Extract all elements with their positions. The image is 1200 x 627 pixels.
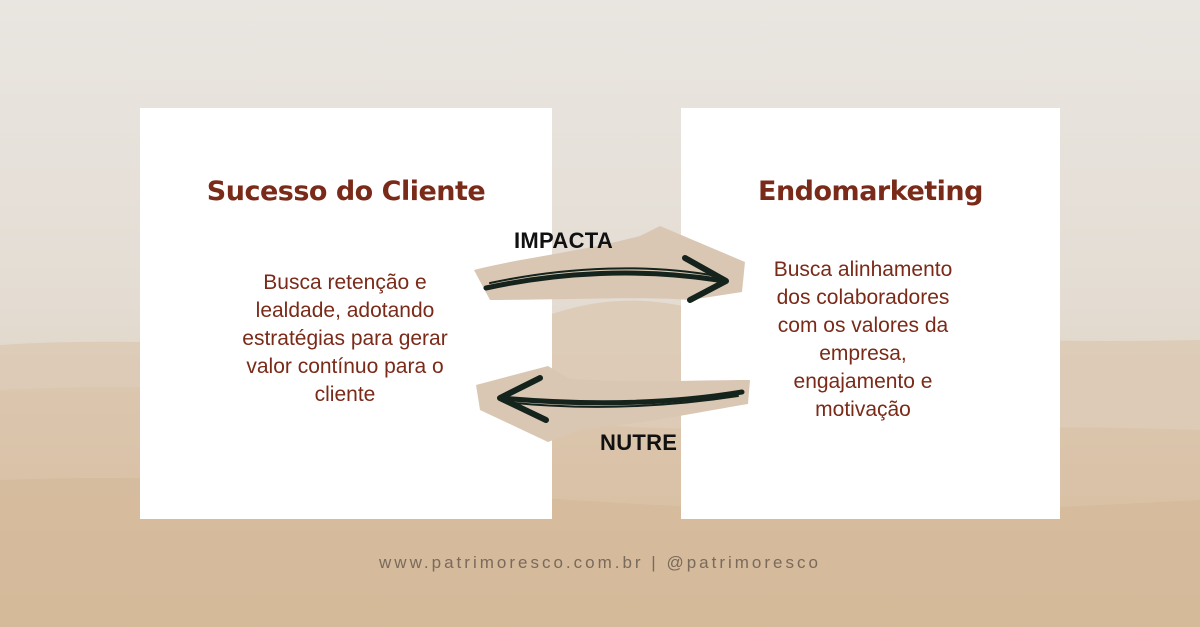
- endomarketing-title: Endomarketing: [758, 176, 983, 207]
- sucesso-do-cliente-title: Sucesso do Cliente: [206, 176, 486, 207]
- description-line: estratégias para gerar: [242, 327, 448, 350]
- description-line: com os valores da: [777, 314, 949, 337]
- description-line: engajamento e: [793, 370, 933, 393]
- description-line: lealdade, adotando: [255, 299, 435, 322]
- endomarketing-card: Endomarketing Busca alinhamento dos cola…: [681, 108, 1060, 519]
- description-line: cliente: [314, 383, 376, 406]
- sucesso-do-cliente-description: Busca retenção e lealdade, adotando estr…: [210, 269, 480, 409]
- description-line: Busca alinhamento: [773, 258, 953, 281]
- endomarketing-description: Busca alinhamento dos colaboradores com …: [737, 256, 989, 424]
- footer-links: www.patrimoresco.com.br | @patrimoresco: [379, 553, 821, 572]
- impacta-label: IMPACTA: [514, 228, 614, 253]
- description-line: motivação: [815, 398, 911, 421]
- description-line: valor contínuo para o: [246, 355, 444, 378]
- description-line: Busca retenção e: [263, 271, 427, 294]
- description-line: empresa,: [819, 342, 907, 365]
- sucesso-do-cliente-card: Sucesso do Cliente Busca retenção e leal…: [140, 108, 552, 519]
- nutre-label: NUTRE: [600, 430, 678, 455]
- description-line: dos colaboradores: [776, 286, 950, 309]
